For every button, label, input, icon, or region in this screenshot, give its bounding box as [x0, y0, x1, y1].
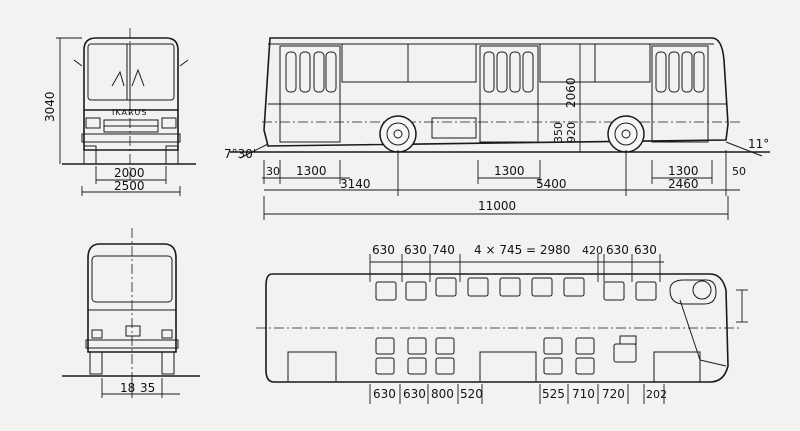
rear-dim-right-label: 35 [140, 381, 155, 395]
rear-view: 18 35 [62, 228, 200, 398]
wheelbase-label: 5400 [536, 177, 567, 191]
plan-top-dim-2: 630 [404, 243, 427, 257]
departure-angle-label: 11° [748, 137, 769, 151]
middle-door-width-label: 1300 [494, 164, 525, 178]
step-height-label: 350 [552, 122, 565, 143]
overhang-small-label: 30 [266, 165, 280, 178]
front-width-label: 2500 [114, 179, 145, 193]
plan-top-dim-3: 740 [432, 243, 455, 257]
interior-height-label: 2060 [564, 77, 578, 108]
plan-bottom-dim-2: 630 [403, 387, 426, 401]
front-door-width-label: 1300 [296, 164, 327, 178]
rear-door-width-label: 1300 [668, 164, 699, 178]
plan-bottom-dim-6: 710 [572, 387, 595, 401]
front-view: 3040 IKARUS 2000 2500 [43, 28, 196, 196]
rear-small-label: 50 [732, 165, 746, 178]
plan-bottom-dim-3: 800 [431, 387, 454, 401]
plan-top-dim-4: 4 × 745 = 2980 [474, 243, 570, 257]
rear-dim-left-label: 18 [120, 381, 135, 395]
side-view: 7°30' 11° 2060 920 350 30 1300 1300 1300… [224, 37, 770, 220]
plan-bottom-dim-4: 520 [460, 387, 483, 401]
front-overhang-label: 3140 [340, 177, 371, 191]
plan-top-dim-1: 630 [372, 243, 395, 257]
plan-top-dim-7: 630 [634, 243, 657, 257]
plan-top-dim-5: 420 [582, 244, 603, 257]
floor-height-label: 920 [565, 122, 578, 143]
plan-top-dim-6: 630 [606, 243, 629, 257]
plan-bottom-dim-5: 525 [542, 387, 565, 401]
plan-bottom-dim-8: 202 [646, 388, 667, 401]
rear-overhang-label: 2460 [668, 177, 699, 191]
front-track-label: 2000 [114, 166, 145, 180]
total-length-label: 11000 [478, 199, 516, 213]
plan-view: 630 630 740 4 × 745 = 2980 420 630 630 [256, 243, 748, 404]
front-height-label: 3040 [43, 91, 57, 122]
front-badge-label: IKARUS [112, 108, 147, 117]
approach-angle-label: 7°30' [224, 147, 256, 161]
plan-bottom-dim-1: 630 [373, 387, 396, 401]
plan-bottom-dim-7: 720 [602, 387, 625, 401]
